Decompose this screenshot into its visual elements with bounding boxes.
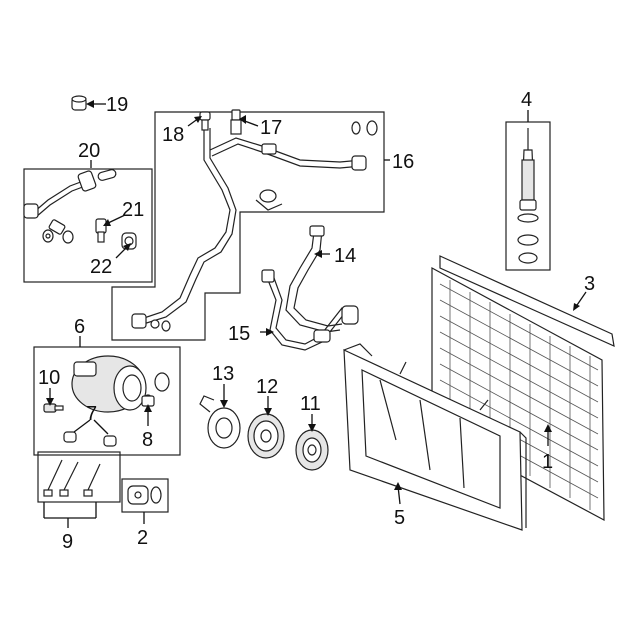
callout-7: 7: [86, 403, 97, 425]
group-box-2: [121, 478, 169, 513]
part-13-coil: [199, 395, 241, 449]
part-18-valve: [199, 111, 211, 131]
group-box-16: [111, 111, 385, 341]
part-10-bolt: [43, 403, 64, 413]
part-19-cap: [71, 95, 87, 111]
part-6-compressor: [71, 355, 170, 413]
callout-17: 17: [260, 117, 282, 139]
callout-15: 15: [228, 323, 250, 345]
callout-14: 14: [334, 245, 356, 267]
part-2-gasket: [127, 485, 162, 505]
part-15-hose: [261, 269, 359, 351]
leader-lines: [43, 100, 587, 528]
part-21-bolt: [95, 218, 107, 243]
part-4-drier: [517, 128, 539, 264]
group-box-6: [33, 346, 181, 456]
part-14-hose: [285, 225, 343, 333]
group-box-9: [37, 451, 121, 503]
callout-5: 5: [394, 507, 405, 529]
callout-3: 3: [584, 273, 595, 295]
callout-10: 10: [38, 367, 60, 389]
callout-12: 12: [256, 376, 278, 398]
part-3-condenser: [431, 255, 615, 522]
callout-16: 16: [392, 151, 414, 173]
callout-19: 19: [106, 94, 128, 116]
callout-6: 6: [74, 316, 85, 338]
callout-13: 13: [212, 363, 234, 385]
callout-8: 8: [142, 429, 153, 451]
callout-11: 11: [300, 393, 321, 415]
part-9-bolts: [43, 459, 101, 497]
part-17-valve: [230, 109, 242, 135]
callout-22: 22: [90, 256, 112, 278]
callout-9: 9: [62, 531, 73, 553]
part-20-line-assembly: [23, 169, 117, 244]
callout-18: 18: [162, 124, 184, 146]
callout-20: 20: [78, 140, 100, 162]
part-5-support-frame: [343, 343, 527, 531]
part-16-line: [131, 120, 378, 332]
part-11-hub: [295, 429, 329, 471]
part-7-bushings: [63, 431, 117, 447]
callout-21: 21: [122, 199, 144, 221]
callout-2: 2: [137, 527, 148, 549]
part-12-pulley: [247, 413, 285, 459]
callout-1: 1: [542, 451, 553, 473]
group-box-20: [23, 168, 153, 283]
callout-4: 4: [521, 89, 532, 111]
